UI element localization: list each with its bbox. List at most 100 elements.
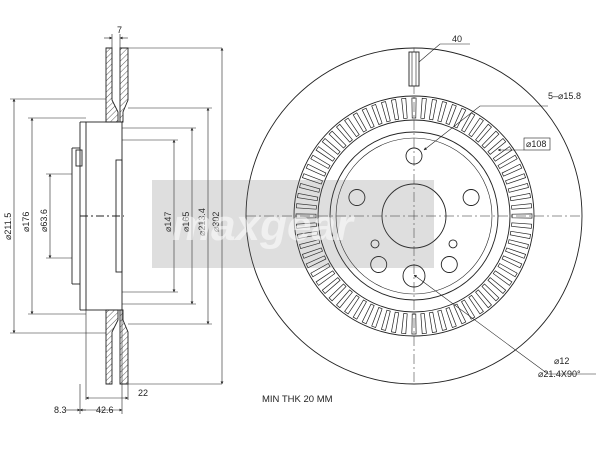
cooling-vane — [305, 255, 327, 269]
cooling-vane — [445, 307, 457, 329]
cooling-vane — [301, 173, 323, 185]
dim-width-7: 7 — [117, 25, 122, 35]
dim-dia-176: ⌀176 — [21, 212, 31, 232]
cooling-vane — [296, 230, 319, 240]
pcd-box — [523, 137, 551, 151]
cooling-vane — [501, 163, 523, 177]
cooling-vane — [352, 112, 367, 133]
ring-top-section-outer — [119, 47, 129, 123]
cooling-vane — [401, 97, 408, 119]
cooling-vane — [301, 247, 323, 259]
cooling-vane — [475, 289, 493, 309]
cooling-vane — [468, 117, 484, 138]
cooling-vane — [352, 299, 367, 320]
cooling-vane — [315, 270, 336, 286]
cooling-vane — [420, 97, 427, 119]
front-view — [245, 43, 596, 385]
cooling-vane — [509, 230, 532, 240]
dim-40: 40 — [452, 34, 462, 44]
cooling-vane — [428, 311, 438, 334]
cooling-vane — [299, 239, 321, 250]
cooling-vane — [371, 307, 383, 329]
cooling-vane — [468, 294, 484, 315]
stud-hole — [348, 189, 366, 206]
cooling-vane — [344, 294, 360, 315]
cooling-vane — [492, 270, 513, 286]
cooling-vane — [420, 313, 427, 335]
stud-hole — [370, 256, 388, 273]
dim-holes-5-15-8: 5–⌀15.8 — [548, 91, 581, 101]
cooling-vane — [380, 101, 391, 123]
cooling-vane — [511, 222, 533, 229]
cooling-vane — [296, 192, 319, 202]
cooling-vane — [295, 203, 317, 210]
cooling-vane — [401, 313, 408, 335]
cooling-vane — [305, 163, 327, 177]
cooling-vane — [335, 123, 353, 143]
min-thickness-note: MIN THK 20 MM — [262, 394, 333, 405]
cooling-vane — [481, 283, 500, 302]
cooling-vane — [505, 173, 527, 185]
dim-dia-63-6: ⌀63.6 — [39, 209, 49, 232]
locating-hole — [448, 239, 458, 249]
cooling-vane — [475, 123, 493, 143]
bolt-hole-section — [75, 149, 83, 167]
dim-dia-302: ⌀302 — [211, 212, 221, 232]
dim-dia-147: ⌀147 — [163, 212, 173, 232]
cooling-vane — [335, 289, 353, 309]
dim-dia-12: ⌀12 — [554, 356, 569, 366]
cooling-vane — [321, 137, 341, 155]
cooling-vane — [361, 107, 375, 129]
dim-dia-165: ⌀165 — [181, 212, 191, 232]
dim-dia-213-4: ⌀213.4 — [197, 208, 207, 236]
cooling-vane — [507, 239, 529, 250]
cooling-vane — [315, 146, 336, 162]
cooling-vane — [390, 98, 400, 121]
cooling-vane — [437, 309, 448, 331]
cooling-vane — [328, 283, 347, 302]
cooling-vane — [371, 103, 383, 125]
ring-bottom-section-outer — [119, 309, 129, 385]
cooling-vane — [310, 154, 331, 169]
cooling-vane — [487, 137, 507, 155]
cooling-vane — [428, 98, 438, 121]
ring-top-section — [105, 47, 119, 123]
stud-hole — [462, 189, 480, 206]
dim-pcd-108: ⌀108 — [526, 139, 546, 149]
dim-42-6: 42.6 — [96, 405, 114, 415]
cooling-vane — [310, 263, 331, 278]
ring-bottom-section — [105, 309, 119, 385]
cooling-vane — [390, 311, 400, 334]
cooling-vane — [481, 130, 500, 149]
cooling-vane — [505, 247, 527, 259]
cooling-vane — [501, 255, 523, 269]
cooling-vane — [380, 309, 391, 331]
cooling-vanes — [295, 97, 533, 335]
cooling-vane — [328, 130, 347, 149]
cooling-vane — [361, 303, 375, 325]
cooling-vane — [497, 263, 518, 278]
watermark-logo: maxgear — [172, 201, 356, 250]
cooling-vane — [487, 277, 507, 295]
cooling-vane — [497, 154, 518, 169]
cooling-vane — [509, 192, 532, 202]
cooling-vane — [295, 222, 317, 229]
cooling-vane — [445, 103, 457, 125]
cooling-vane — [507, 182, 529, 193]
cooling-vane — [453, 303, 467, 325]
stud-hole — [440, 256, 458, 273]
cooling-vane — [437, 101, 448, 123]
dim-8-3: 8.3 — [54, 405, 67, 415]
cooling-vane — [299, 182, 321, 193]
cooling-vane — [461, 112, 476, 133]
wear-slot — [408, 51, 420, 87]
side-section-view — [10, 34, 224, 414]
dim-chamfer: ⌀21.4X90° — [538, 369, 581, 379]
locating-hole — [370, 239, 380, 249]
cooling-vane — [453, 107, 467, 129]
cooling-vane — [321, 277, 341, 295]
dim-dia-211-5: ⌀211.5 — [3, 213, 13, 240]
watermark-band — [152, 180, 434, 268]
